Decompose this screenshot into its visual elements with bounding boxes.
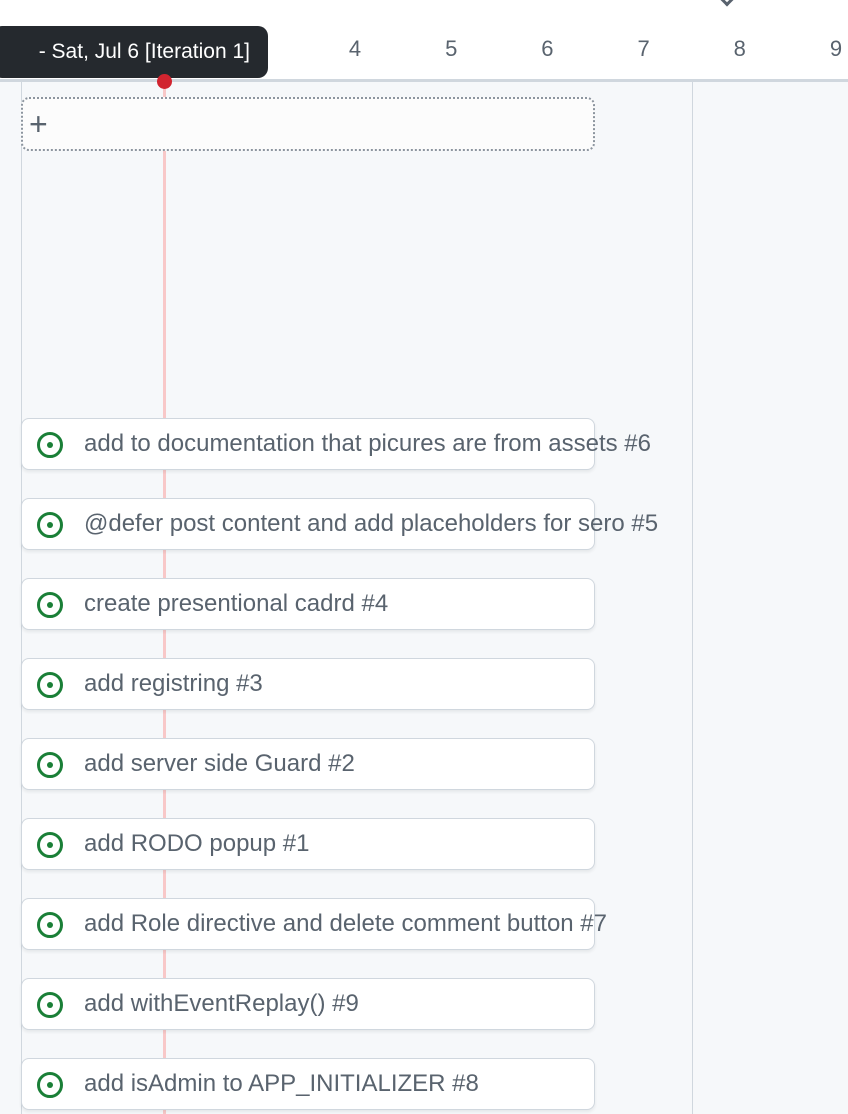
roadmap-item[interactable]: add server side Guard #2 <box>21 738 595 790</box>
issue-open-icon <box>37 512 63 538</box>
item-title[interactable]: add to documentation that picures are fr… <box>84 430 651 457</box>
item-title[interactable]: add registring #3 <box>84 670 263 697</box>
chevron-down-icon[interactable] <box>718 0 736 7</box>
today-marker-dot <box>157 74 172 89</box>
roadmap-item[interactable]: add RODO popup #1 <box>21 818 595 870</box>
item-title[interactable]: add Role directive and delete comment bu… <box>84 910 607 937</box>
issue-open-icon <box>37 672 63 698</box>
plus-icon: + <box>29 106 48 142</box>
issue-open-icon <box>37 1072 63 1098</box>
item-title[interactable]: add withEventReplay() #9 <box>84 990 359 1017</box>
roadmap-item[interactable]: add withEventReplay() #9 <box>21 978 595 1030</box>
item-title[interactable]: add isAdmin to APP_INITIALIZER #8 <box>84 1070 479 1097</box>
add-item-button[interactable]: + <box>21 97 595 151</box>
roadmap-item[interactable]: @defer post content and add placeholders… <box>21 498 658 550</box>
issue-open-icon <box>37 992 63 1018</box>
issue-open-icon <box>37 432 63 458</box>
issue-open-icon <box>37 832 63 858</box>
item-title[interactable]: add RODO popup #1 <box>84 830 310 857</box>
roadmap-item[interactable]: add registring #3 <box>21 658 595 710</box>
timeline-header: 4 5 6 7 8 9 - Sat, Jul 6 [Iteration 1] <box>0 0 848 82</box>
iteration-tooltip: - Sat, Jul 6 [Iteration 1] <box>0 26 268 78</box>
roadmap-item[interactable]: add Role directive and delete comment bu… <box>21 898 607 950</box>
item-title[interactable]: create presentional cadrd #4 <box>84 590 389 617</box>
issue-open-icon <box>37 592 63 618</box>
day-label: 4 <box>348 36 362 61</box>
item-title[interactable]: @defer post content and add placeholders… <box>84 510 659 537</box>
item-title[interactable]: add server side Guard #2 <box>84 750 355 777</box>
roadmap-item[interactable]: add isAdmin to APP_INITIALIZER #8 <box>21 1058 595 1110</box>
grid-line <box>692 82 693 1114</box>
issue-open-icon <box>37 752 63 778</box>
day-label: 7 <box>637 36 650 61</box>
day-label: 8 <box>733 36 746 61</box>
roadmap-item[interactable]: create presentional cadrd #4 <box>21 578 595 630</box>
roadmap-item[interactable]: add to documentation that picures are fr… <box>21 418 651 470</box>
issue-open-icon <box>37 912 63 938</box>
day-label: 6 <box>541 36 554 61</box>
day-label: 9 <box>829 36 843 61</box>
day-label: 5 <box>445 36 458 61</box>
